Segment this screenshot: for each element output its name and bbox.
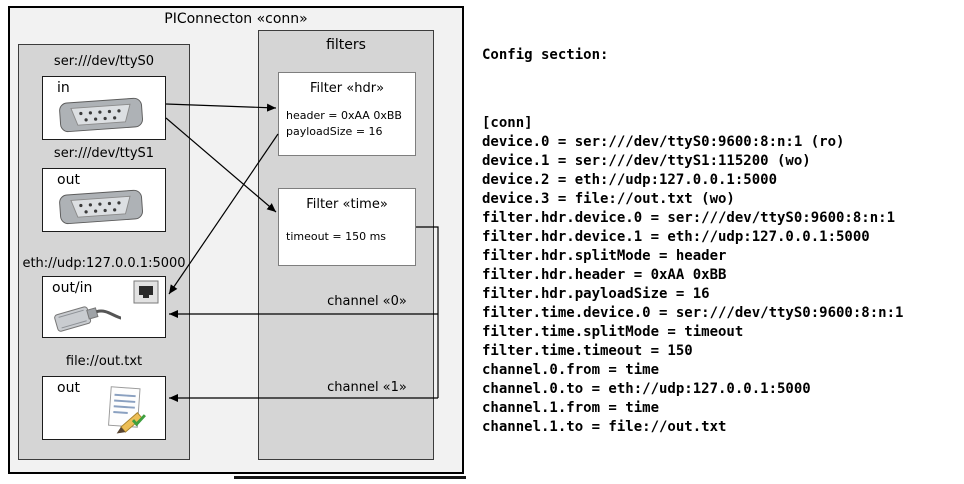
ethernet-port-icon: [133, 280, 159, 304]
box-shadow: [234, 476, 466, 479]
config-line: filter.hdr.payloadSize = 16: [482, 286, 710, 302]
config-lines: [conn] device.0 = ser:///dev/ttyS0:9600:8…: [482, 114, 903, 437]
config-line: filter.hdr.device.1 = eth://udp:127.0.0.…: [482, 229, 870, 245]
filter-time-title: Filter «time»: [306, 197, 388, 212]
device-box-eth: out/in: [42, 276, 166, 338]
config-line: channel.0.to = eth://udp:127.0.0.1:5000: [482, 381, 811, 397]
config-line: [conn]: [482, 115, 533, 131]
config-line: device.0 = ser:///dev/ttyS0:9600:8:n:1 (…: [482, 134, 845, 150]
config-line: device.2 = eth://udp:127.0.0.1:5000: [482, 172, 778, 188]
device-uri-label-ttys1: ser:///dev/ttyS1: [53, 146, 155, 161]
config-line: channel.0.from = time: [482, 362, 660, 378]
filters-panel-title: filters: [326, 37, 366, 53]
filter-hdr-title: Filter «hdr»: [309, 81, 385, 96]
serial-connector-icon: [55, 93, 147, 135]
config-section: Config section: [conn] device.0 = ser:///…: [482, 8, 903, 475]
config-line: filter.time.device.0 = ser:///dev/ttyS0:…: [482, 305, 904, 321]
device-direction: out: [57, 380, 80, 396]
config-line: filter.hdr.header = 0xAA 0xBB: [482, 267, 727, 283]
config-line: filter.time.splitMode = timeout: [482, 324, 744, 340]
filter-hdr-box: Filter «hdr» header = 0xAA 0xBB payloadS…: [278, 72, 416, 156]
ethernet-cable-icon: [49, 295, 122, 335]
config-section-title: Config section:: [482, 47, 609, 63]
config-line: filter.hdr.splitMode = header: [482, 248, 727, 264]
document-edit-icon: [101, 385, 151, 435]
device-box-ttys1: out: [42, 168, 166, 232]
device-direction: out: [57, 172, 80, 188]
config-line: channel.1.from = time: [482, 400, 660, 416]
config-line: filter.time.timeout = 150: [482, 343, 693, 359]
filter-hdr-param-header: header = 0xAA 0xBB: [286, 109, 402, 122]
device-box-ttys0: in: [42, 76, 166, 140]
config-line: filter.hdr.device.0 = ser:///dev/ttyS0:9…: [482, 210, 896, 226]
config-line: channel.1.to = file://out.txt: [482, 419, 727, 435]
diagram-title: PIConnecton «conn»: [164, 11, 308, 27]
device-direction: in: [57, 80, 70, 96]
channel-1-label: channel «1»: [327, 380, 407, 395]
serial-connector-icon: [55, 185, 147, 227]
filter-time-box: Filter «time» timeout = 150 ms: [278, 188, 416, 266]
device-direction: out/in: [52, 280, 93, 296]
device-uri-label-ttys0: ser:///dev/ttyS0: [53, 54, 155, 69]
device-uri-label-file: file://out.txt: [65, 354, 143, 369]
filter-time-param-timeout: timeout = 150 ms: [286, 230, 387, 243]
channel-0-label: channel «0»: [327, 294, 407, 309]
device-box-file: out: [42, 376, 166, 440]
config-line: device.1 = ser:///dev/ttyS1:115200 (wo): [482, 153, 811, 169]
config-line: device.3 = file://out.txt (wo): [482, 191, 735, 207]
device-uri-label-eth: eth://udp:127.0.0.1:5000: [22, 256, 186, 271]
filter-hdr-param-payloadsize: payloadSize = 16: [286, 125, 383, 138]
